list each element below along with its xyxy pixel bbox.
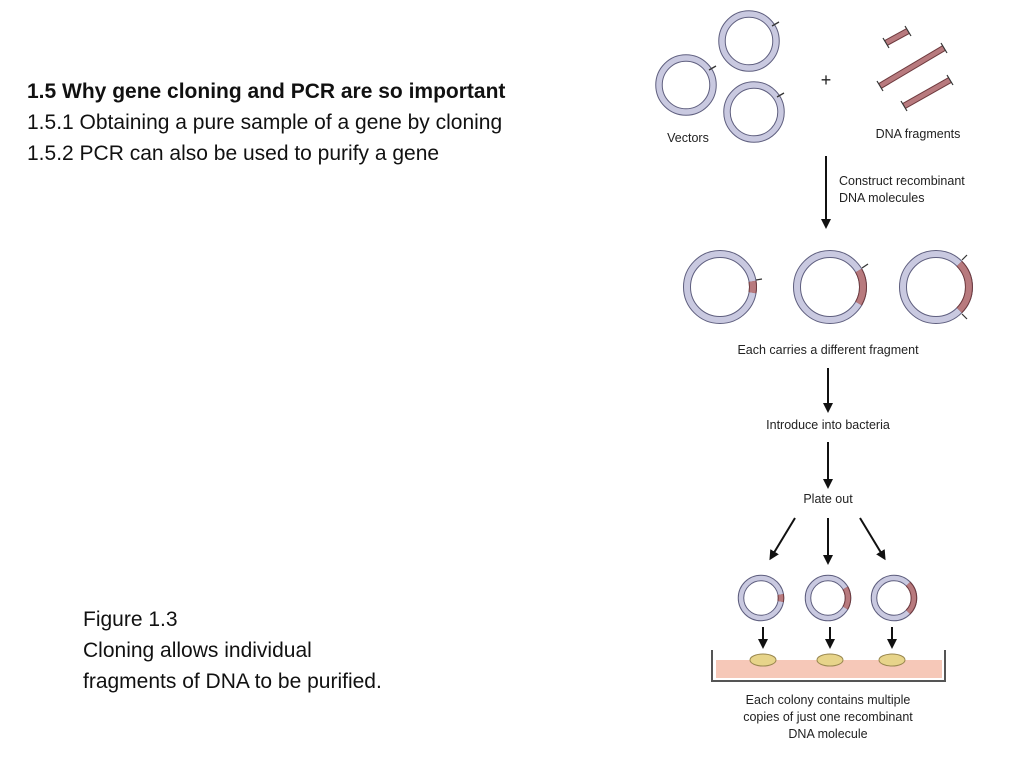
separated-plasmids-group [737, 574, 918, 622]
caption-line-2: fragments of DNA to be purified. [83, 670, 382, 693]
subsection-1-5-1: 1.5.1 Obtaining a pure sample of a gene … [27, 111, 503, 134]
each-carries-label: Each carries a different fragment [737, 343, 919, 357]
dna-fragments-label: DNA fragments [876, 127, 961, 141]
vectors-label: Vectors [667, 131, 709, 145]
cloning-diagram: Vectors + DNA fragments Construct recomb… [655, 10, 973, 741]
step-introduce-label: Introduce into bacteria [766, 418, 890, 432]
dna-fragments-group [876, 25, 954, 112]
separated-plasmid [870, 574, 918, 622]
heading-block: 1.5 Why gene cloning and PCR are so impo… [27, 76, 627, 169]
step-construct-line-1: Construct recombinant [839, 174, 965, 188]
recombinant-plasmid [683, 250, 763, 324]
caption-line-1: Cloning allows individual [83, 639, 312, 662]
recombinant-plasmid [793, 250, 869, 324]
vector-plasmid [718, 10, 780, 72]
arrow-left-down [769, 517, 796, 561]
arrow-right-down [859, 517, 886, 561]
bacterial-colony [816, 653, 844, 667]
colony-caption-line-1: Each colony contains multiple [746, 693, 911, 707]
separated-plasmid [737, 574, 785, 622]
vector-plasmid [655, 54, 717, 116]
recombinant-plasmids-group [683, 250, 973, 324]
subsection-1-5-2: 1.5.2 PCR can also be used to purify a g… [27, 142, 440, 165]
bacterial-colony [749, 653, 777, 667]
vectors-group [655, 10, 785, 143]
plus-sign: + [821, 70, 832, 90]
separated-plasmid [804, 574, 852, 622]
bacterial-colony [878, 653, 906, 667]
dna-fragment [882, 25, 912, 49]
figure-label: Figure 1.3 [83, 608, 178, 631]
dna-fragment [900, 74, 954, 112]
petri-dish [711, 650, 946, 682]
section-title: 1.5 Why gene cloning and PCR are so impo… [27, 80, 506, 103]
colony-caption-line-3: DNA molecule [788, 727, 867, 741]
recombinant-plasmid [899, 250, 973, 324]
step-plate-out-label: Plate out [803, 492, 853, 506]
figure-caption: Figure 1.3 Cloning allows individual fra… [83, 604, 503, 697]
dna-fragment [876, 42, 948, 92]
colony-caption-line-2: copies of just one recombinant [743, 710, 913, 724]
step-construct-line-2: DNA molecules [839, 191, 924, 205]
vector-plasmid [723, 81, 785, 143]
